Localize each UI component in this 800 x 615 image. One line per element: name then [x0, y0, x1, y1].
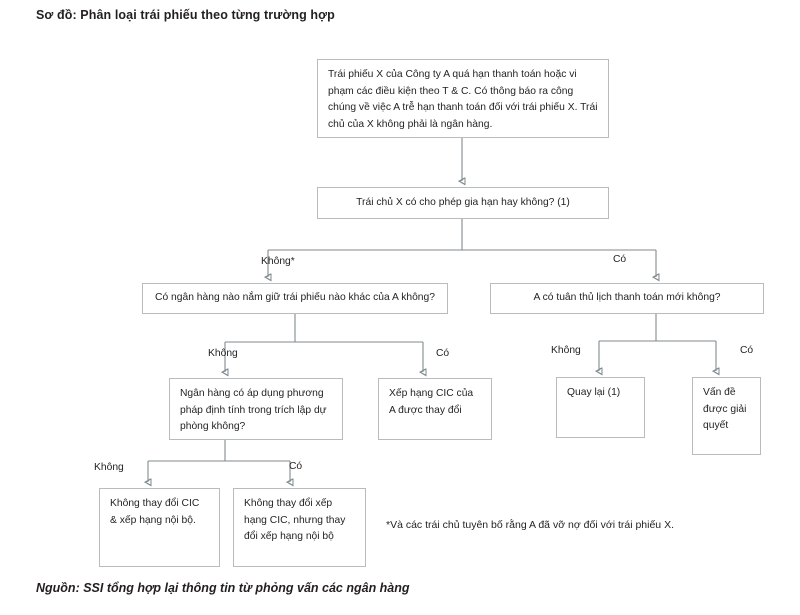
edge-label-extension-yes: Có	[613, 254, 627, 265]
node-text: Không thay đổi xếp hạng CIC, nhưng thay …	[244, 498, 346, 542]
edge-label-schedule-no: Không	[551, 345, 581, 356]
node-text: Có ngân hàng nào nắm giữ trái phiếu nào …	[155, 292, 435, 304]
source-text: Nguồn: SSI tổng hợp lại thông tin từ phỏ…	[36, 581, 410, 595]
node-text: Vấn đề được giải quyết	[703, 387, 747, 431]
node-text: Ngân hàng có áp dụng phương pháp định tí…	[180, 388, 327, 432]
edge-label-schedule-yes: Có	[740, 345, 754, 356]
edge-label-provision-yes: Có	[289, 461, 303, 472]
node-text: A có tuân thủ lịch thanh toán mới không?	[533, 292, 721, 304]
node-text: Trái phiếu X của Công ty A quá hạn thanh…	[328, 69, 598, 130]
page-title: Sơ đồ: Phân loại trái phiếu theo từng tr…	[36, 8, 335, 22]
node-new-schedule-compliance-question: A có tuân thủ lịch thanh toán mới không?	[490, 283, 764, 314]
node-no-change-cic-change-internal: Không thay đổi xếp hạng CIC, nhưng thay …	[233, 488, 366, 567]
node-text: Không thay đổi CIC & xếp hạng nội bộ.	[110, 498, 200, 526]
node-no-change-cic-and-internal: Không thay đổi CIC & xếp hạng nội bộ.	[99, 488, 220, 567]
footnote-text: *Và các trái chủ tuyên bố rằng A đã vỡ n…	[386, 519, 674, 531]
node-text: Xếp hạng CIC của A được thay đổi	[389, 388, 474, 416]
node-back-to-step-1: Quay lại (1)	[556, 377, 645, 438]
edge-label-provision-no: Không	[94, 462, 124, 473]
node-text: Trái chủ X có cho phép gia hạn hay không…	[356, 196, 570, 208]
node-bond-overdue: Trái phiếu X của Công ty A quá hạn thanh…	[317, 59, 609, 138]
edge-label-bank-holds-yes: Có	[436, 348, 450, 359]
node-text: Quay lại (1)	[567, 387, 621, 398]
node-extension-question: Trái chủ X có cho phép gia hạn hay không…	[317, 187, 609, 219]
node-qualitative-provision-question: Ngân hàng có áp dụng phương pháp định tí…	[169, 378, 343, 440]
edge-label-extension-no: Không*	[261, 256, 295, 267]
node-bank-holds-other-bonds-question: Có ngân hàng nào nắm giữ trái phiếu nào …	[142, 283, 448, 314]
node-cic-rating-changed: Xếp hạng CIC của A được thay đổi	[378, 378, 492, 440]
edge-label-bank-holds-no: Không	[208, 348, 238, 359]
node-issue-resolved: Vấn đề được giải quyết	[692, 377, 761, 455]
